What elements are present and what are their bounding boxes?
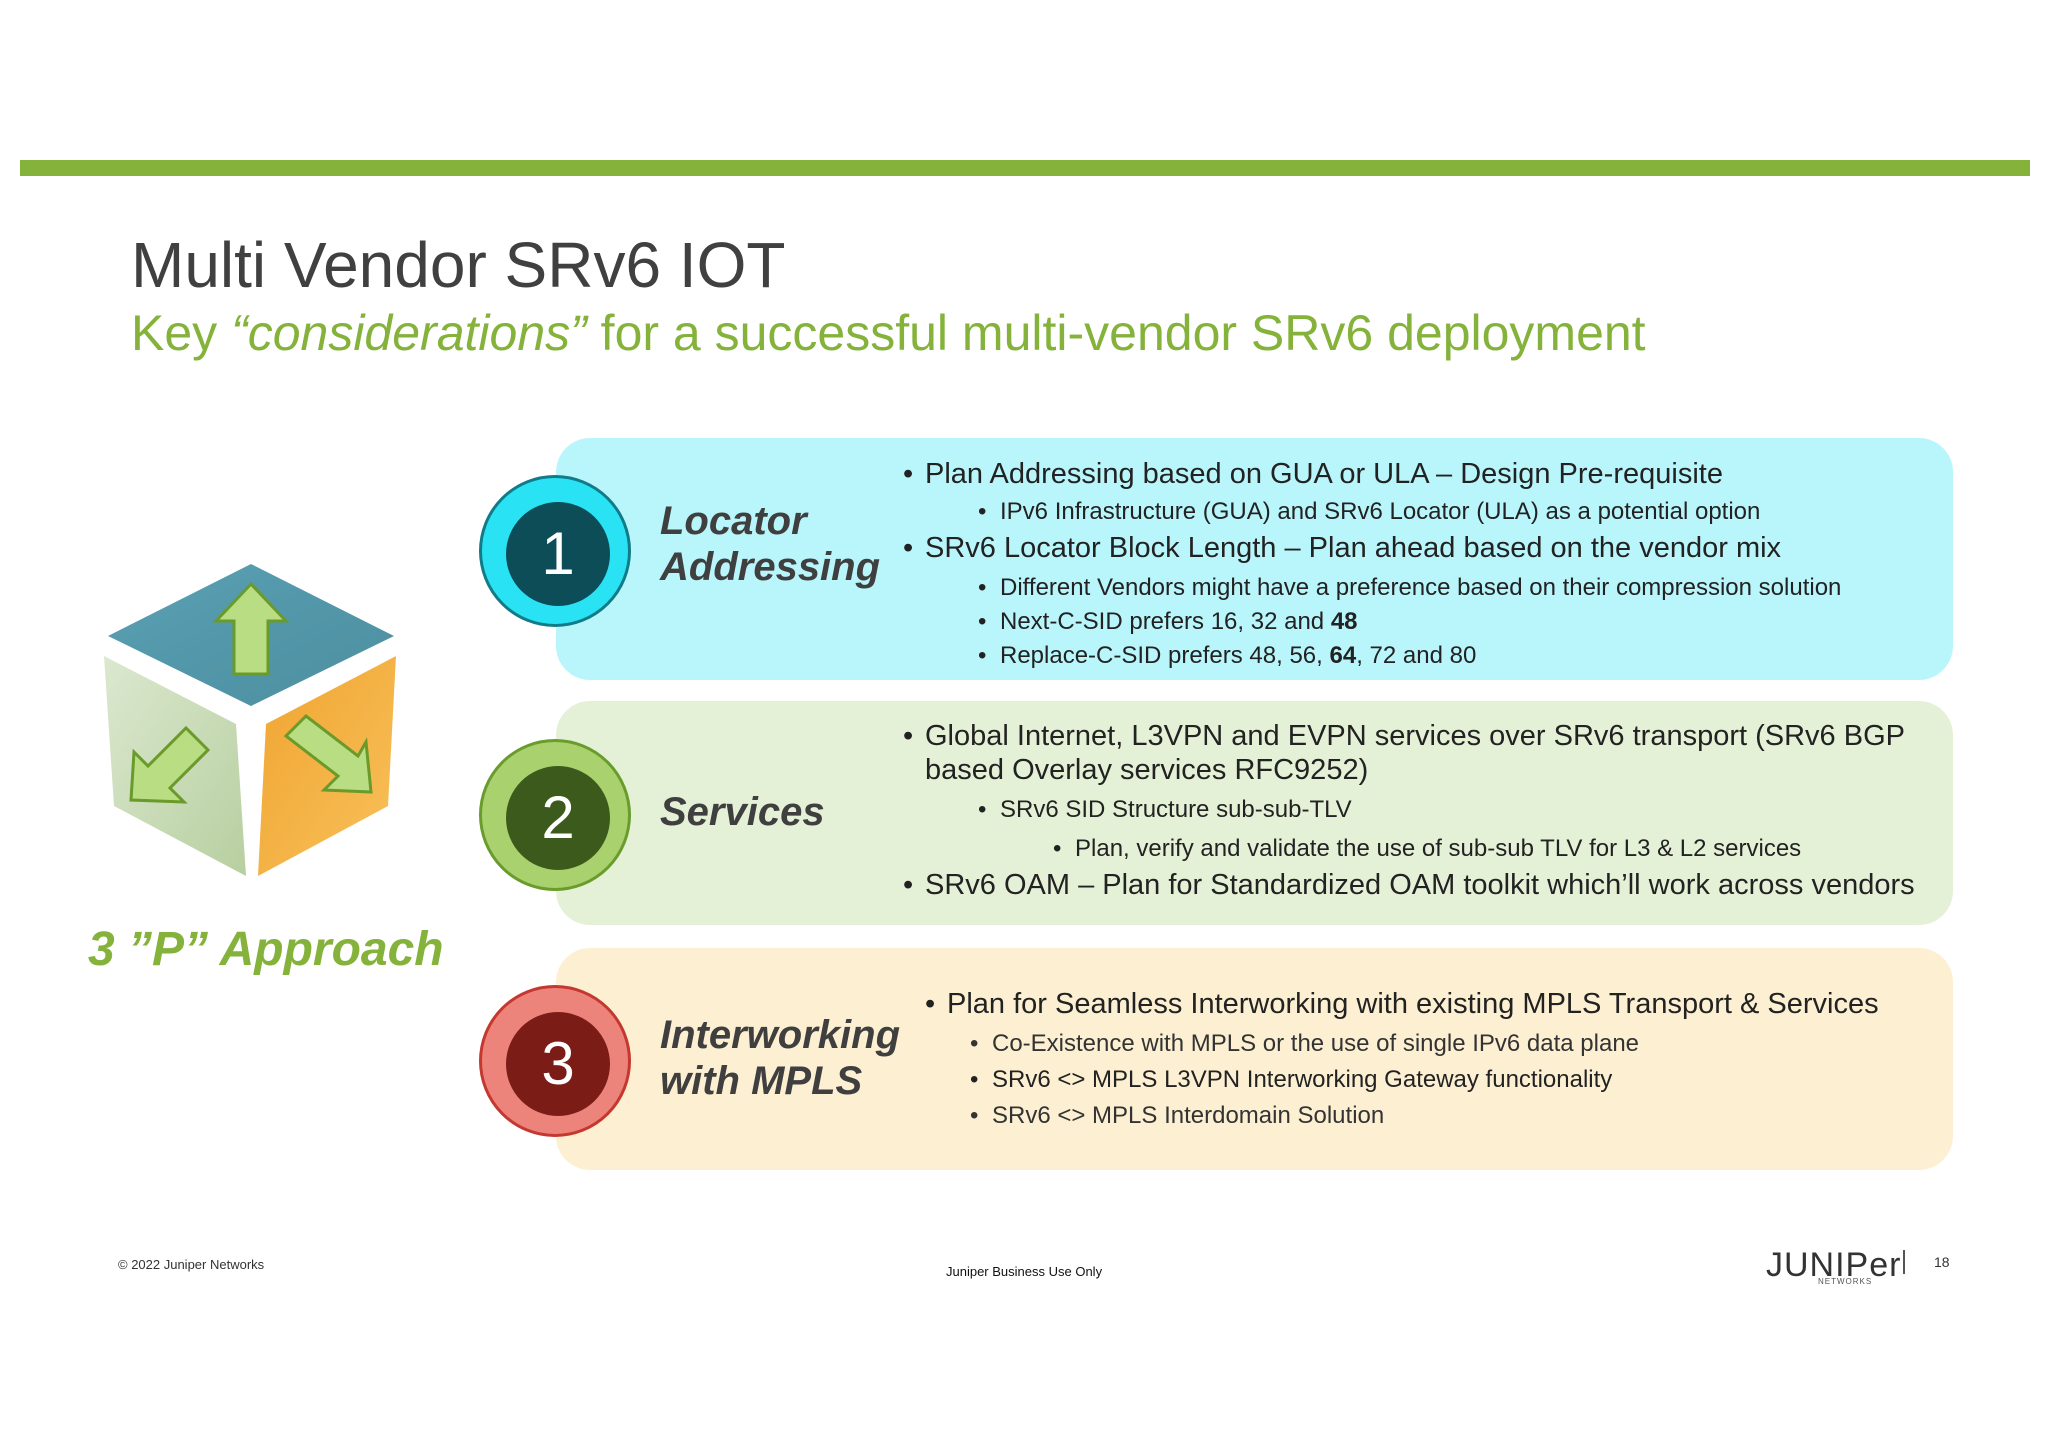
sub-bullet-item: •Different Vendors might have a preferen… — [978, 574, 1842, 601]
section-label-services: Services — [660, 789, 825, 835]
footer-classification: Juniper Business Use Only — [946, 1264, 1103, 1279]
label-line: Addressing — [660, 545, 881, 589]
section-panel-locator — [556, 438, 1953, 680]
page-number: 18 — [1934, 1254, 1950, 1270]
sub-bullet-item: •SRv6 <> MPLS Interdomain Solution — [970, 1102, 1385, 1129]
footer-copyright: © 2022 Juniper Networks — [118, 1257, 265, 1272]
page-subtitle: Key “considerations” for a successful mu… — [131, 304, 1646, 362]
bullet-continuation: based Overlay services RFC9252) — [925, 754, 1369, 786]
sub-bullet-item: •Replace-C-SID prefers 48, 56, 64, 72 an… — [978, 642, 1477, 669]
label-line: with MPLS — [660, 1059, 863, 1103]
section-number-badge-2: 2 — [479, 739, 631, 891]
bullet-item: •Plan for Seamless Interworking with exi… — [925, 988, 1879, 1020]
subtitle-emphasis: “considerations” — [231, 305, 587, 361]
sub-bullet-item: •SRv6 SID Structure sub-sub-TLV — [978, 796, 1352, 823]
bullet-item: •SRv6 Locator Block Length – Plan ahead … — [903, 532, 1782, 564]
cube-arrows-icon — [104, 564, 396, 876]
sub-bullet-item: •Co-Existence with MPLS or the use of si… — [970, 1030, 1640, 1057]
section-panel-services — [556, 701, 1953, 925]
sub-bullet-item: •IPv6 Infrastructure (GUA) and SRv6 Loca… — [978, 498, 1761, 525]
sub-bullet-item: •SRv6 <> MPLS L3VPN Interworking Gateway… — [970, 1066, 1613, 1093]
approach-label: 3 ”P” Approach — [88, 923, 444, 976]
subtitle-prefix: Key — [131, 305, 232, 361]
sub-bullet-item: •Next-C-SID prefers 16, 32 and 48 — [978, 608, 1358, 635]
label-line: Services — [660, 790, 825, 834]
section-number: 2 — [506, 766, 610, 870]
bullet-item: •Plan Addressing based on GUA or ULA – D… — [903, 458, 1723, 490]
section-number: 3 — [506, 1012, 610, 1116]
bullet-item: •Global Internet, L3VPN and EVPN service… — [903, 720, 1905, 752]
footer-divider — [1903, 1250, 1905, 1274]
subtitle-suffix: for a successful multi-vendor SRv6 deplo… — [586, 305, 1646, 361]
juniper-logo-sub: NETWORKS — [1818, 1277, 1873, 1286]
label-line: Interworking — [660, 1013, 901, 1057]
sub-sub-bullet-item: •Plan, verify and validate the use of su… — [1053, 835, 1802, 862]
section-number: 1 — [506, 502, 610, 606]
section-number-badge-3: 3 — [479, 985, 631, 1137]
header-accent-bar — [20, 160, 2030, 176]
bullet-item: •SRv6 OAM – Plan for Standardized OAM to… — [903, 869, 1915, 901]
page-title: Multi Vendor SRv6 IOT — [131, 229, 786, 301]
section-panel-interworking — [556, 948, 1953, 1170]
label-line: Locator — [660, 499, 807, 543]
section-number-badge-1: 1 — [479, 475, 631, 627]
juniper-logo: JUNIPer — [1766, 1246, 1902, 1284]
